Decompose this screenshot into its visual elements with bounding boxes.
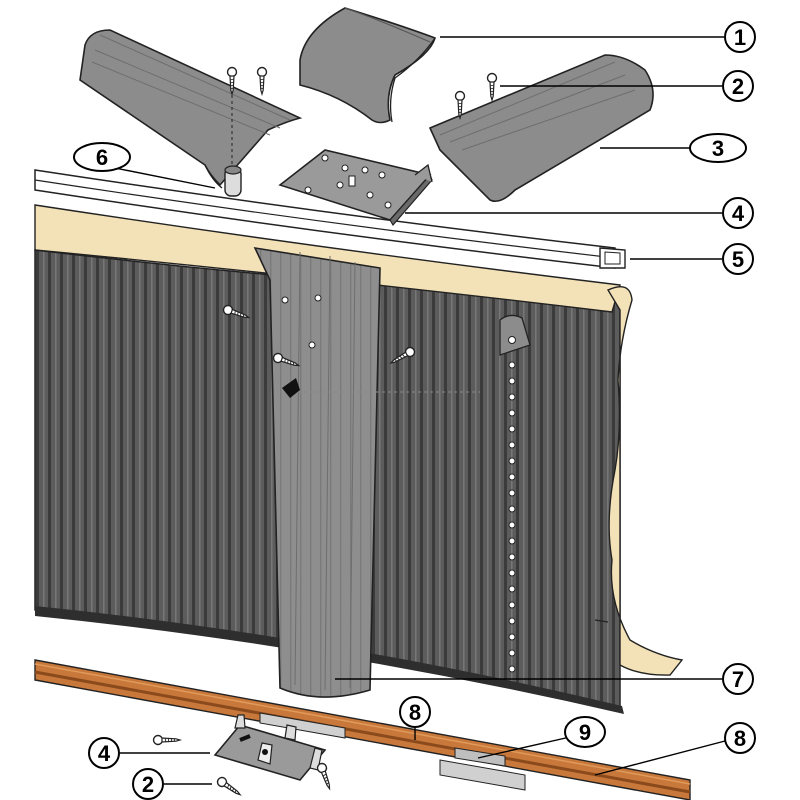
- callout-c8a: 8: [399, 696, 431, 728]
- washer-icon: [224, 165, 242, 197]
- callout-c9: 9: [564, 716, 606, 748]
- callout-number: 2: [732, 74, 744, 99]
- bottom-connector-plate: [213, 714, 327, 781]
- wall-bolt: [508, 441, 516, 449]
- wall-bolt: [508, 617, 516, 625]
- callout-number: 6: [96, 145, 108, 170]
- wall-bolt: [508, 601, 516, 609]
- wall-bolt: [508, 409, 516, 417]
- leader-lines: [114, 36, 726, 785]
- callout-c8b: 8: [724, 722, 756, 754]
- wall-bolt: [508, 585, 516, 593]
- top-ledge-left: [79, 29, 303, 189]
- callout-number: 9: [579, 720, 591, 745]
- screw-icon: [152, 734, 181, 746]
- screw-icon: [315, 761, 335, 791]
- top-connector-plate: [278, 149, 433, 227]
- callout-c6: 6: [73, 142, 131, 172]
- screw-icon: [215, 775, 244, 800]
- callout-number: 1: [734, 25, 746, 50]
- callout-c3: 3: [689, 133, 747, 163]
- callout-c4a: 4: [722, 197, 754, 229]
- wall-bolt: [508, 537, 516, 545]
- callout-number: 2: [142, 772, 154, 797]
- top-seat-cover: [299, 7, 436, 124]
- screw-icon: [256, 66, 268, 95]
- wall-bolt: [508, 649, 516, 657]
- callout-number: 7: [732, 667, 744, 692]
- wall-bolt: [508, 665, 516, 673]
- wall-bolt: [508, 457, 516, 465]
- bottom-rail: [34, 659, 691, 800]
- top-ledge-right: [428, 54, 654, 203]
- wall-bolt: [508, 569, 516, 577]
- wall-bolt: [508, 489, 516, 497]
- wall-bolt-strip: [499, 314, 531, 673]
- wall-bolt: [508, 393, 516, 401]
- callout-c1: 1: [724, 21, 756, 53]
- wall-bolt: [508, 377, 516, 385]
- wall-bolt: [508, 633, 516, 641]
- callout-number: 5: [732, 247, 744, 272]
- wall-bolt: [508, 553, 516, 561]
- callout-c5: 5: [722, 243, 754, 275]
- callout-c7: 7: [722, 663, 754, 695]
- connector-plug-icon: [282, 378, 480, 398]
- callout-number: 4: [98, 741, 111, 766]
- callout-number: 8: [409, 700, 421, 725]
- callout-number: 3: [712, 136, 724, 161]
- wall-bolt: [508, 425, 516, 433]
- top-rail-channel: [34, 169, 626, 269]
- pool-liner: [34, 204, 684, 676]
- wall-bolt: [508, 361, 516, 369]
- wall-bolt: [508, 521, 516, 529]
- wall-bolt: [508, 505, 516, 513]
- screw-icon: [486, 72, 498, 101]
- callout-c4b: 4: [88, 737, 120, 769]
- callout-number: 8: [734, 726, 746, 751]
- wall-bolt: [508, 473, 516, 481]
- callout-c2b: 2: [132, 768, 164, 800]
- callout-c2a: 2: [722, 70, 754, 102]
- callout-number: 4: [732, 201, 745, 226]
